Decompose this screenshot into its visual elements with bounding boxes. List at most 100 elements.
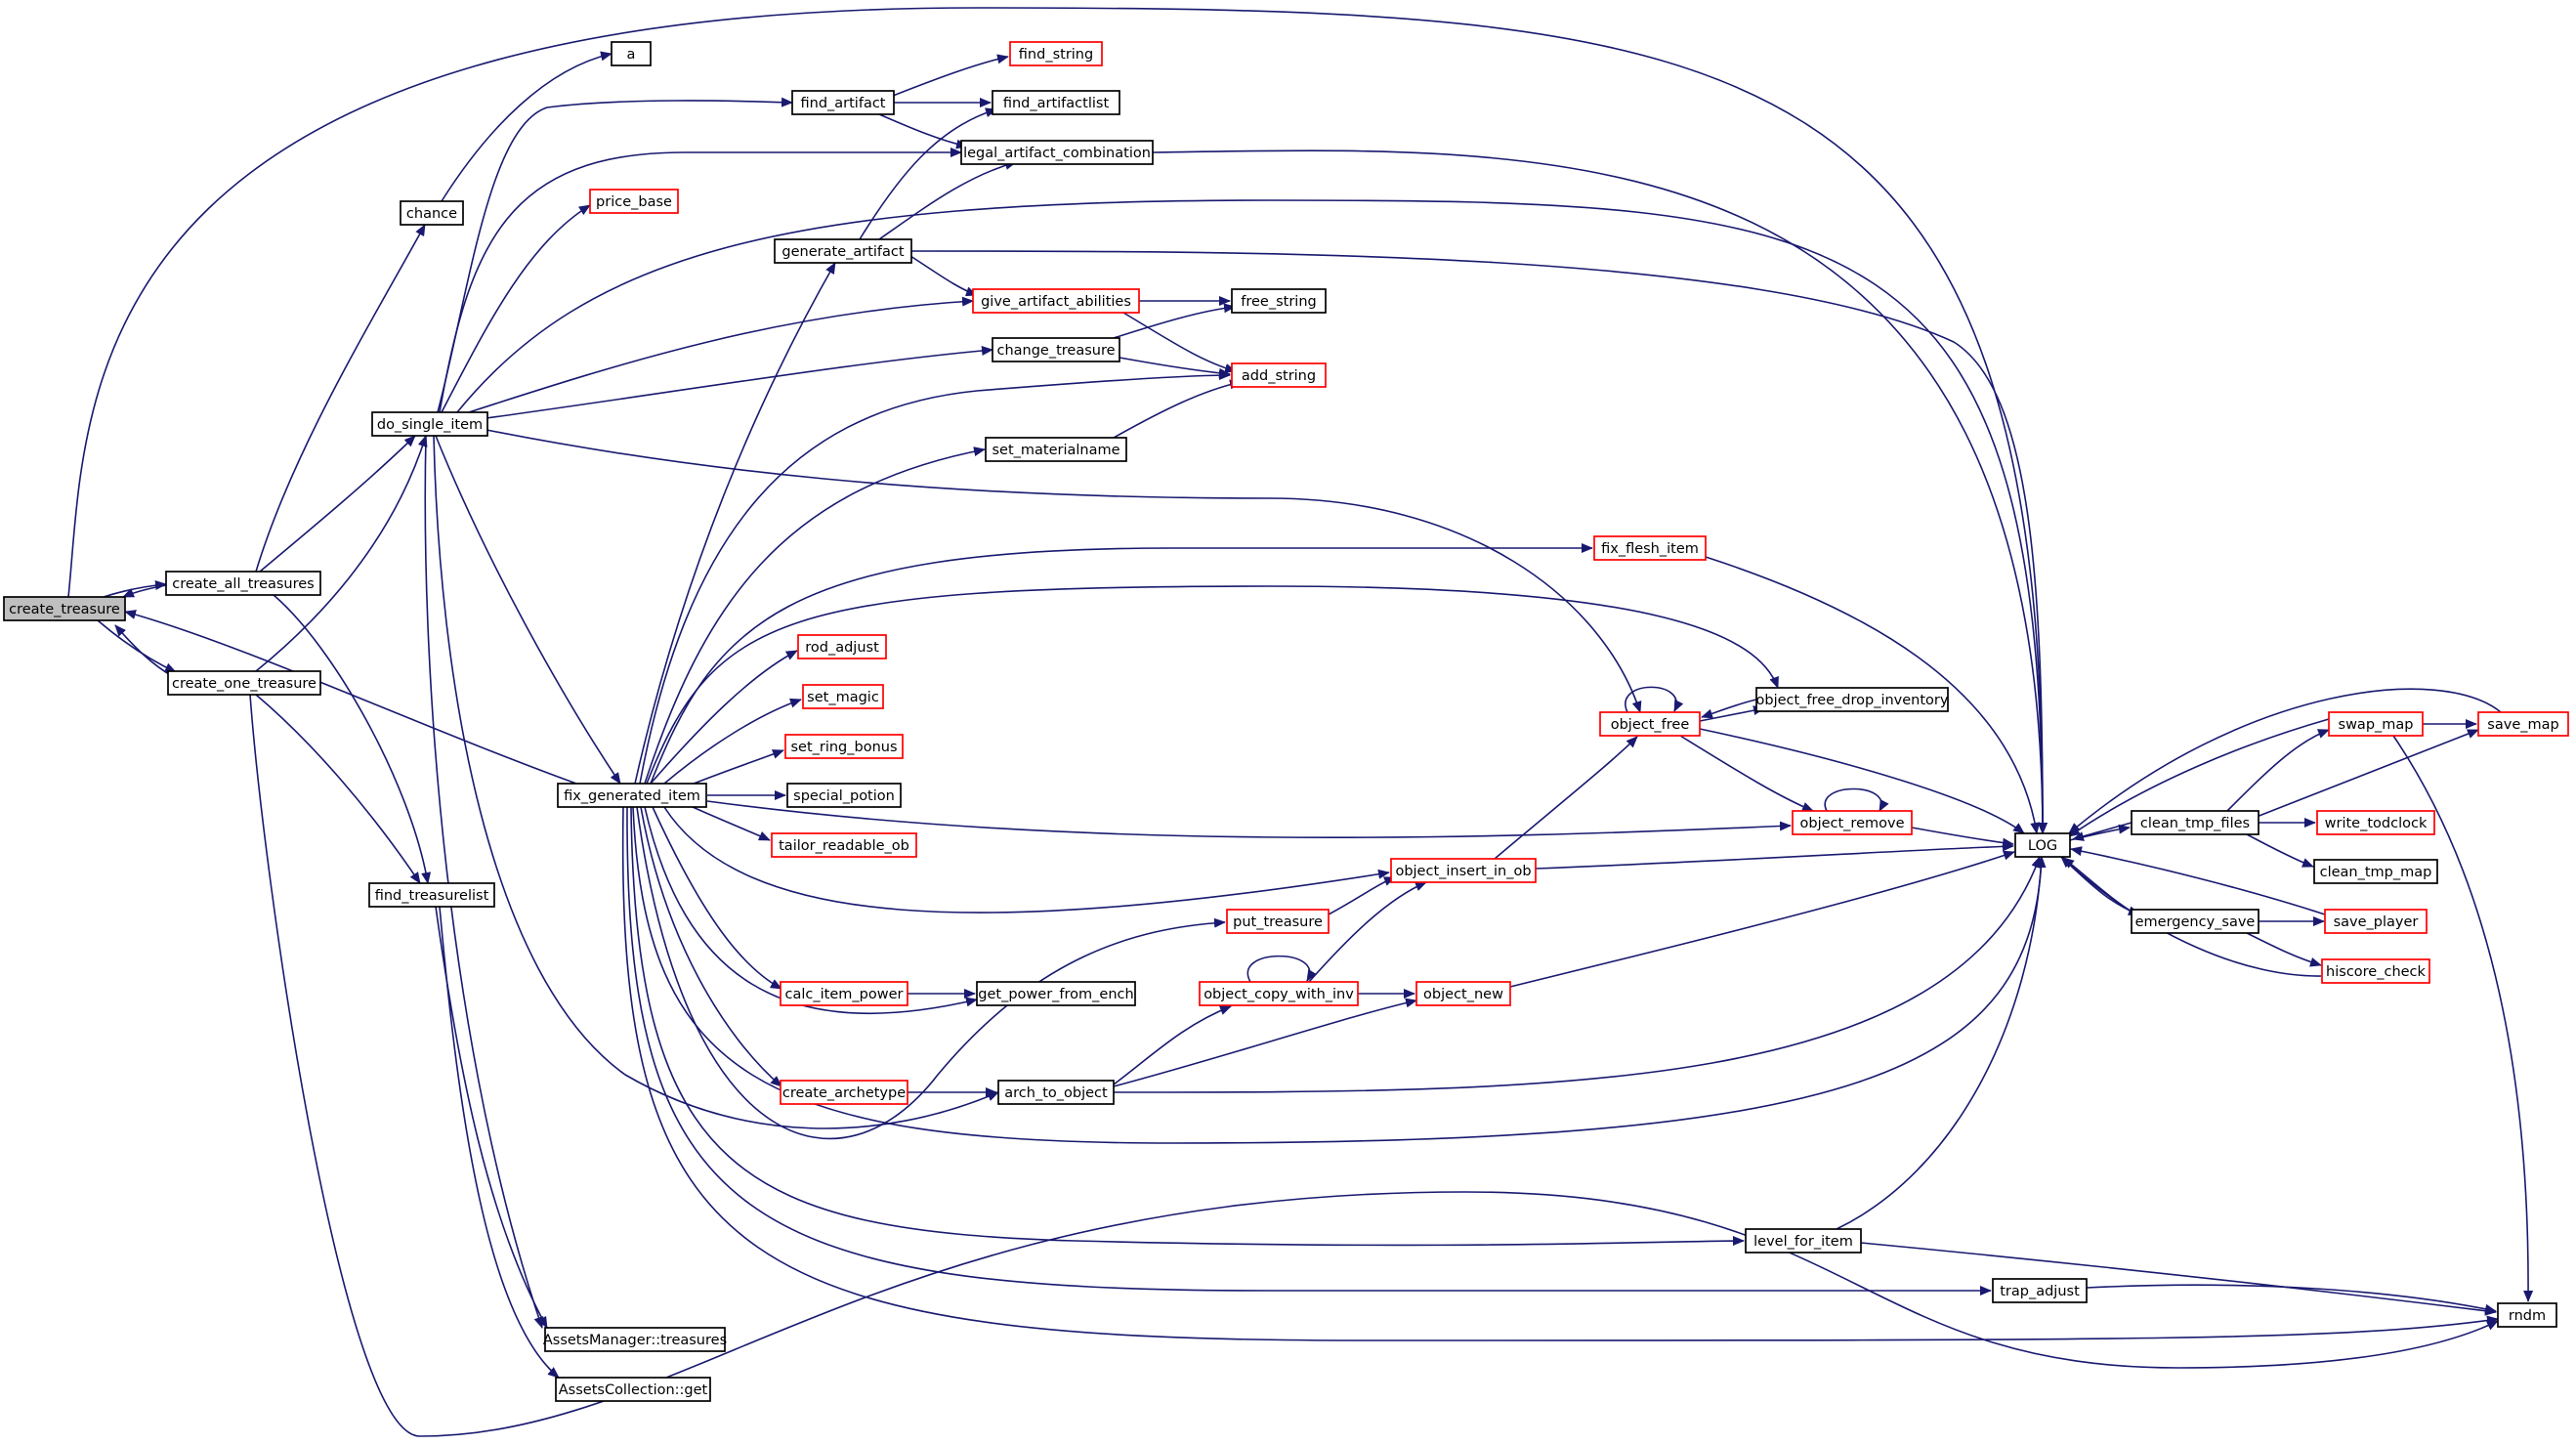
node-set-ring-bonus[interactable]: set_ring_bonus — [784, 734, 904, 759]
node-rod-adjust[interactable]: rod_adjust — [797, 634, 887, 659]
node-put-treasure[interactable]: put_treasure — [1226, 909, 1330, 934]
node-find-treasurelist[interactable]: find_treasurelist — [368, 882, 495, 908]
node-box[interactable] — [165, 571, 321, 596]
node-rndm[interactable]: rndm — [2497, 1302, 2557, 1328]
node-object-remove[interactable]: object_remove — [1792, 810, 1913, 835]
node-box[interactable] — [1231, 288, 1327, 314]
node-object-free[interactable]: object_free — [1599, 711, 1701, 737]
node-box[interactable] — [1593, 535, 1707, 561]
node-box[interactable] — [1231, 362, 1327, 388]
node-box[interactable] — [1009, 41, 1103, 66]
node-box[interactable] — [791, 90, 895, 115]
node-object-new[interactable]: object_new — [1415, 981, 1511, 1006]
node-assets-get[interactable]: AssetsCollection::get — [555, 1377, 711, 1402]
node-create-treasure[interactable]: create_treasure — [3, 596, 126, 621]
node-box[interactable] — [1390, 858, 1537, 883]
node-object-copy-with-inv[interactable]: object_copy_with_inv — [1199, 981, 1359, 1006]
node-box[interactable] — [802, 684, 884, 709]
node-calc-item-power[interactable]: calc_item_power — [780, 981, 908, 1006]
node-box[interactable] — [2131, 909, 2259, 934]
node-a[interactable]: a — [611, 41, 652, 66]
node-assets-treasures[interactable]: AssetsManager::treasures — [543, 1327, 727, 1352]
node-box[interactable] — [2014, 832, 2071, 858]
node-box[interactable] — [1992, 1278, 2088, 1303]
node-box[interactable] — [976, 981, 1136, 1006]
node-arch-to-object[interactable]: arch_to_object — [997, 1080, 1115, 1105]
node-box[interactable] — [557, 783, 707, 808]
node-emergency-save[interactable]: emergency_save — [2131, 909, 2259, 934]
node-box[interactable] — [992, 90, 1120, 115]
node-box[interactable] — [1755, 687, 1949, 712]
node-box[interactable] — [2131, 810, 2259, 835]
node-box[interactable] — [167, 670, 321, 696]
node-LOG[interactable]: LOG — [2014, 832, 2071, 858]
node-box[interactable] — [1745, 1228, 1862, 1254]
node-tailor-readable-ob[interactable]: tailor_readable_ob — [771, 832, 917, 858]
node-level-for-item[interactable]: level_for_item — [1745, 1228, 1862, 1254]
node-box[interactable] — [771, 832, 917, 858]
node-get-power-from-ench[interactable]: get_power_from_ench — [976, 981, 1136, 1006]
node-box[interactable] — [611, 41, 652, 66]
node-set-magic[interactable]: set_magic — [802, 684, 884, 709]
node-find-string[interactable]: find_string — [1009, 41, 1103, 66]
node-box[interactable] — [797, 634, 887, 659]
node-box[interactable] — [2316, 810, 2435, 835]
node-create-archetype[interactable]: create_archetype — [780, 1080, 908, 1105]
node-clean-tmp-files[interactable]: clean_tmp_files — [2131, 810, 2259, 835]
node-box[interactable] — [1226, 909, 1330, 934]
node-trap-adjust[interactable]: trap_adjust — [1992, 1278, 2088, 1303]
node-object-insert-in-ob[interactable]: object_insert_in_ob — [1390, 858, 1537, 883]
node-create-one-treasure[interactable]: create_one_treasure — [167, 670, 321, 696]
node-special-potion[interactable]: special_potion — [786, 783, 902, 808]
node-fix-generated-item[interactable]: fix_generated_item — [557, 783, 707, 808]
node-box[interactable] — [960, 140, 1154, 165]
node-add-string[interactable]: add_string — [1231, 362, 1327, 388]
node-box[interactable] — [2497, 1302, 2557, 1328]
node-write-todclock[interactable]: write_todclock — [2316, 810, 2435, 835]
node-box[interactable] — [1792, 810, 1913, 835]
node-box[interactable] — [997, 1080, 1115, 1105]
node-box[interactable] — [589, 189, 679, 214]
node-set-materialname[interactable]: set_materialname — [985, 437, 1127, 462]
node-box[interactable] — [2477, 711, 2569, 737]
node-swap-map[interactable]: swap_map — [2328, 711, 2424, 737]
node-chance[interactable]: chance — [400, 200, 464, 226]
node-box[interactable] — [555, 1377, 711, 1402]
node-save-player[interactable]: save_player — [2324, 909, 2428, 934]
node-box[interactable] — [780, 981, 908, 1006]
node-legal-artifact-combination[interactable]: legal_artifact_combination — [960, 140, 1154, 165]
node-hiscore-check[interactable]: hiscore_check — [2321, 958, 2430, 984]
node-box[interactable] — [780, 1080, 908, 1105]
node-generate-artifact[interactable]: generate_artifact — [774, 238, 912, 264]
node-box[interactable] — [972, 288, 1140, 314]
node-box[interactable] — [1415, 981, 1511, 1006]
node-box[interactable] — [1599, 711, 1701, 737]
node-save-map[interactable]: save_map — [2477, 711, 2569, 737]
node-box[interactable] — [368, 882, 495, 908]
node-box[interactable] — [786, 783, 902, 808]
node-box[interactable] — [400, 200, 464, 226]
node-box[interactable] — [784, 734, 904, 759]
node-box[interactable] — [371, 411, 488, 437]
node-create-all-treasures[interactable]: create_all_treasures — [165, 571, 321, 596]
node-price-base[interactable]: price_base — [589, 189, 679, 214]
node-box[interactable] — [985, 437, 1127, 462]
node-box[interactable] — [774, 238, 912, 264]
node-box[interactable] — [2328, 711, 2424, 737]
node-box[interactable] — [2321, 958, 2430, 984]
node-clean-tmp-map[interactable]: clean_tmp_map — [2313, 859, 2438, 884]
node-box[interactable] — [544, 1327, 726, 1352]
node-do-single-item[interactable]: do_single_item — [371, 411, 488, 437]
node-find-artifactlist[interactable]: find_artifactlist — [992, 90, 1120, 115]
node-give-artifact-abilities[interactable]: give_artifact_abilities — [972, 288, 1140, 314]
node-box[interactable] — [2324, 909, 2428, 934]
node-box[interactable] — [992, 337, 1120, 362]
node-free-string[interactable]: free_string — [1231, 288, 1327, 314]
node-find-artifact[interactable]: find_artifact — [791, 90, 895, 115]
node-box[interactable] — [1199, 981, 1359, 1006]
node-object-free-drop-inventory[interactable]: object_free_drop_inventory — [1755, 687, 1949, 712]
node-fix-flesh-item[interactable]: fix_flesh_item — [1593, 535, 1707, 561]
node-change-treasure[interactable]: change_treasure — [992, 337, 1120, 362]
node-box[interactable] — [2313, 859, 2438, 884]
node-box[interactable] — [3, 596, 126, 621]
